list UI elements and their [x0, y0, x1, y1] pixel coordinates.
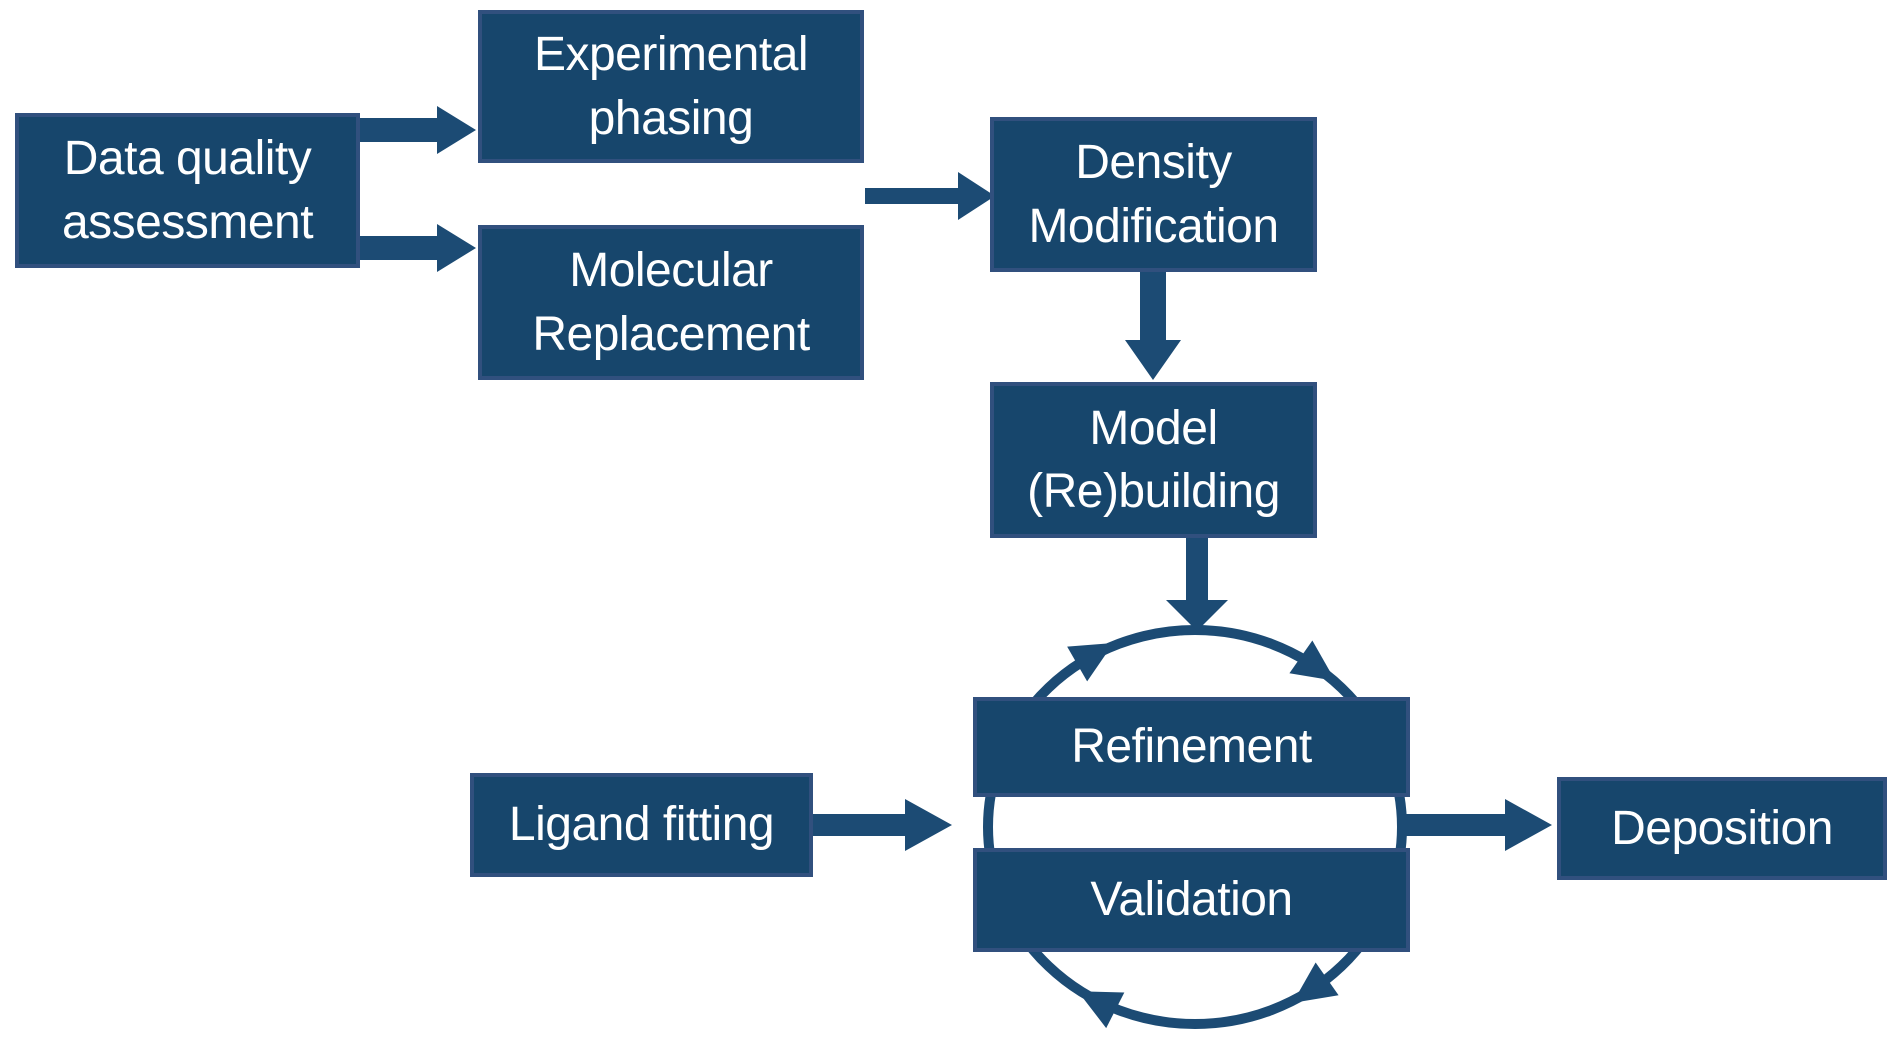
- cycle-arrowhead-bottom-right: [1292, 962, 1339, 1003]
- cycle-arrowhead-top-left: [1067, 643, 1114, 682]
- arrow-data-quality-to-molecular-replacement: [360, 224, 476, 272]
- node-refinement: Refinement: [973, 697, 1410, 797]
- node-label: Deposition: [1611, 801, 1833, 855]
- node-label: Validation: [1090, 873, 1293, 927]
- node-label: Data quality assessment: [61, 132, 314, 249]
- node-data-quality-assessment: Data quality assessment: [15, 113, 360, 268]
- node-validation: Validation: [973, 848, 1410, 952]
- arrow-density-to-model-rebuilding: [1125, 272, 1181, 380]
- node-density-modification: Density Modification: [990, 117, 1317, 272]
- node-deposition: Deposition: [1557, 777, 1887, 880]
- cycle-gap-mask: [1002, 798, 1388, 849]
- node-experimental-phasing: Experimental phasing: [478, 10, 864, 163]
- node-label: Experimental phasing: [533, 28, 809, 145]
- node-label: Molecular Replacement: [532, 244, 810, 361]
- cycle-arrowhead-bottom-left: [1077, 991, 1125, 1029]
- node-label: Refinement: [1071, 720, 1312, 774]
- arrow-model-to-cycle: [1166, 538, 1228, 631]
- node-label: Density Modification: [1028, 136, 1279, 253]
- arrow-cycle-to-deposition: [1400, 799, 1552, 851]
- arrow-phasing-to-density-modification: [865, 172, 995, 220]
- node-model-rebuilding: Model (Re)building: [990, 382, 1317, 538]
- node-label: Ligand fitting: [508, 798, 775, 852]
- node-ligand-fitting: Ligand fitting: [470, 773, 813, 877]
- node-label: Model (Re)building: [1027, 401, 1280, 518]
- node-molecular-replacement: Molecular Replacement: [478, 225, 864, 380]
- arrow-ligand-to-cycle: [813, 799, 952, 851]
- cycle-arrowhead-top-right: [1289, 640, 1336, 681]
- arrow-data-quality-to-experimental-phasing: [360, 106, 476, 154]
